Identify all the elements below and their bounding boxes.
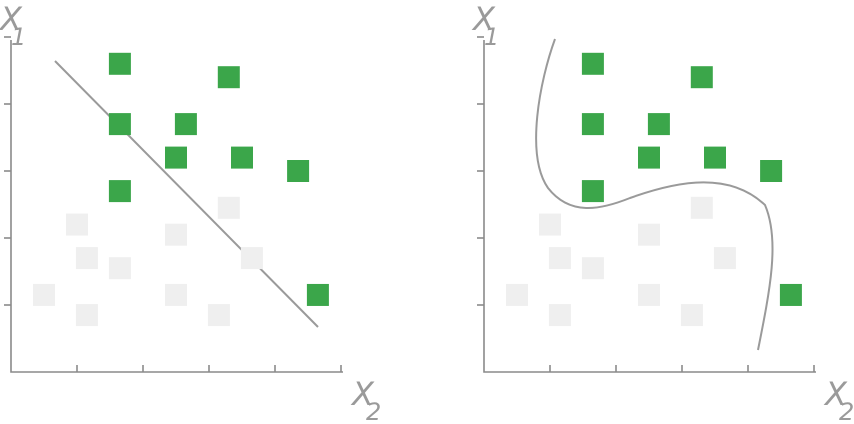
positive-class-point	[306, 283, 329, 306]
positive-class-point	[779, 283, 802, 306]
y-axis-label: X	[0, 0, 23, 38]
decision-boundary-curve	[535, 38, 774, 351]
x-axis-label-subscript: 2	[366, 398, 381, 424]
positive-class-point	[108, 52, 131, 75]
positive-class-point	[760, 160, 783, 182]
negative-class-point	[108, 257, 131, 280]
axis-lines	[483, 40, 816, 373]
positive-class-point	[287, 160, 310, 182]
negative-class-point	[75, 247, 98, 270]
positive-class-point	[581, 52, 604, 75]
negative-class-point	[713, 247, 736, 270]
positive-class-point	[108, 113, 131, 136]
positive-class-point	[638, 146, 660, 169]
negative-class-point	[638, 283, 660, 306]
negative-class-point	[207, 304, 230, 327]
positive-class-point	[217, 66, 240, 89]
axis-lines	[10, 40, 343, 373]
negative-class-point	[539, 213, 561, 236]
negative-class-point	[165, 223, 187, 246]
y-axis-label: X	[471, 0, 496, 38]
positive-class-point	[174, 113, 197, 136]
decision-boundary-line	[54, 60, 319, 328]
y-axis-label-subscript: 1	[484, 23, 499, 51]
x-axis-label: X	[823, 375, 848, 413]
negative-class-point	[240, 247, 263, 270]
positive-class-point	[704, 146, 726, 169]
positive-class-point	[581, 113, 604, 136]
negative-class-point	[680, 304, 703, 327]
positive-class-point	[165, 146, 187, 169]
positive-class-point	[647, 113, 670, 136]
positive-class-point	[231, 146, 253, 169]
positive-class-point	[108, 180, 131, 203]
negative-class-point	[690, 196, 713, 219]
x-axis-label: X	[350, 375, 375, 413]
negative-class-point	[66, 213, 88, 236]
negative-class-point	[506, 283, 528, 306]
positive-class-point	[581, 180, 604, 203]
negative-class-point	[75, 304, 98, 327]
negative-class-point	[33, 283, 55, 306]
y-axis-label-subscript: 1	[11, 23, 26, 51]
negative-class-point	[165, 283, 187, 306]
negative-class-point	[581, 257, 604, 280]
x-axis-label-subscript: 2	[839, 398, 854, 424]
negative-class-point	[548, 304, 571, 327]
negative-class-point	[548, 247, 571, 270]
positive-class-point	[690, 66, 713, 89]
negative-class-point	[217, 196, 240, 219]
negative-class-point	[638, 223, 660, 246]
